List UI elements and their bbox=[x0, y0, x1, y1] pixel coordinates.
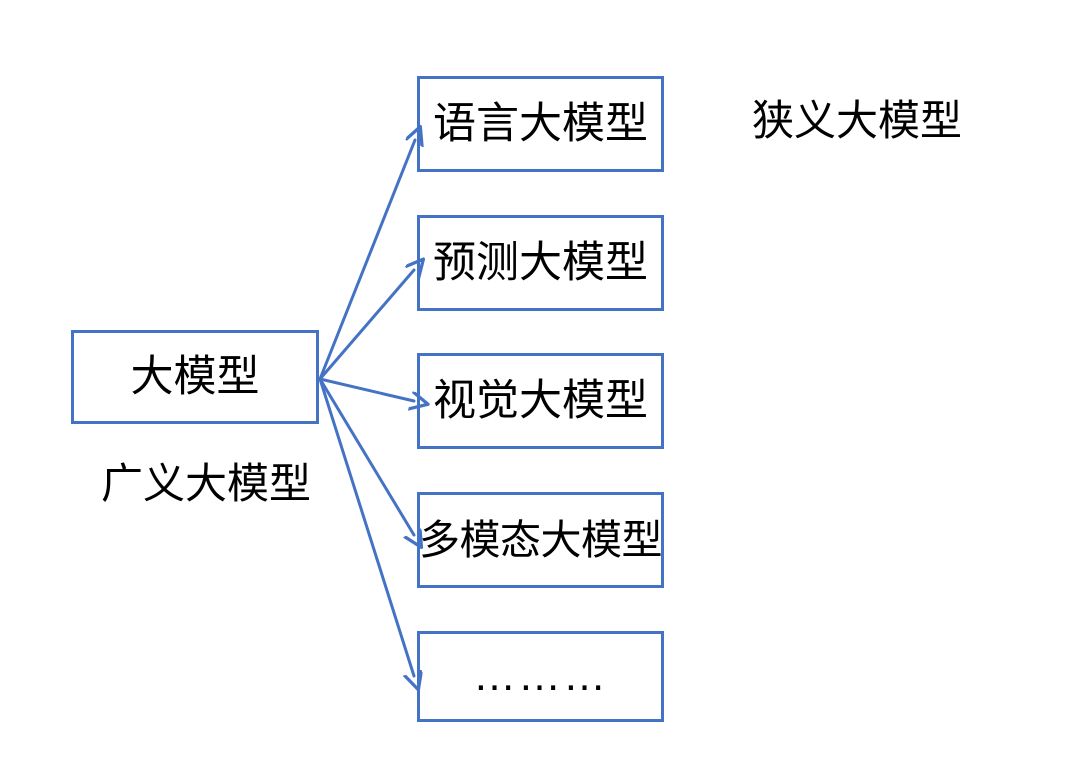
node-language-model-label: 语言大模型 bbox=[433, 99, 648, 148]
node-root-large-model[interactable]: 大模型 bbox=[71, 330, 319, 424]
arrow-to-language-model bbox=[318, 140, 415, 381]
node-others-label: ……… bbox=[473, 652, 608, 700]
node-prediction-model[interactable]: 预测大模型 bbox=[417, 215, 664, 311]
node-others[interactable]: ……… bbox=[417, 631, 664, 722]
node-vision-model-label: 视觉大模型 bbox=[433, 376, 648, 425]
node-prediction-model-label: 预测大模型 bbox=[433, 238, 648, 287]
label-narrow-sense-large-model: 狭义大模型 bbox=[752, 97, 963, 144]
arrow-to-prediction-model bbox=[318, 270, 414, 381]
label-broad-sense-large-model: 广义大模型 bbox=[101, 460, 312, 507]
node-root-label: 大模型 bbox=[130, 352, 260, 401]
node-vision-model[interactable]: 视觉大模型 bbox=[417, 353, 664, 449]
node-multimodal-model[interactable]: 多模态大模型 bbox=[417, 492, 664, 588]
arrow-to-others bbox=[318, 377, 414, 676]
arrow-to-multimodal-model bbox=[318, 377, 414, 535]
node-multimodal-model-label: 多模态大模型 bbox=[419, 516, 663, 563]
node-language-model[interactable]: 语言大模型 bbox=[417, 76, 664, 172]
arrow-to-vision-model bbox=[318, 377, 414, 401]
